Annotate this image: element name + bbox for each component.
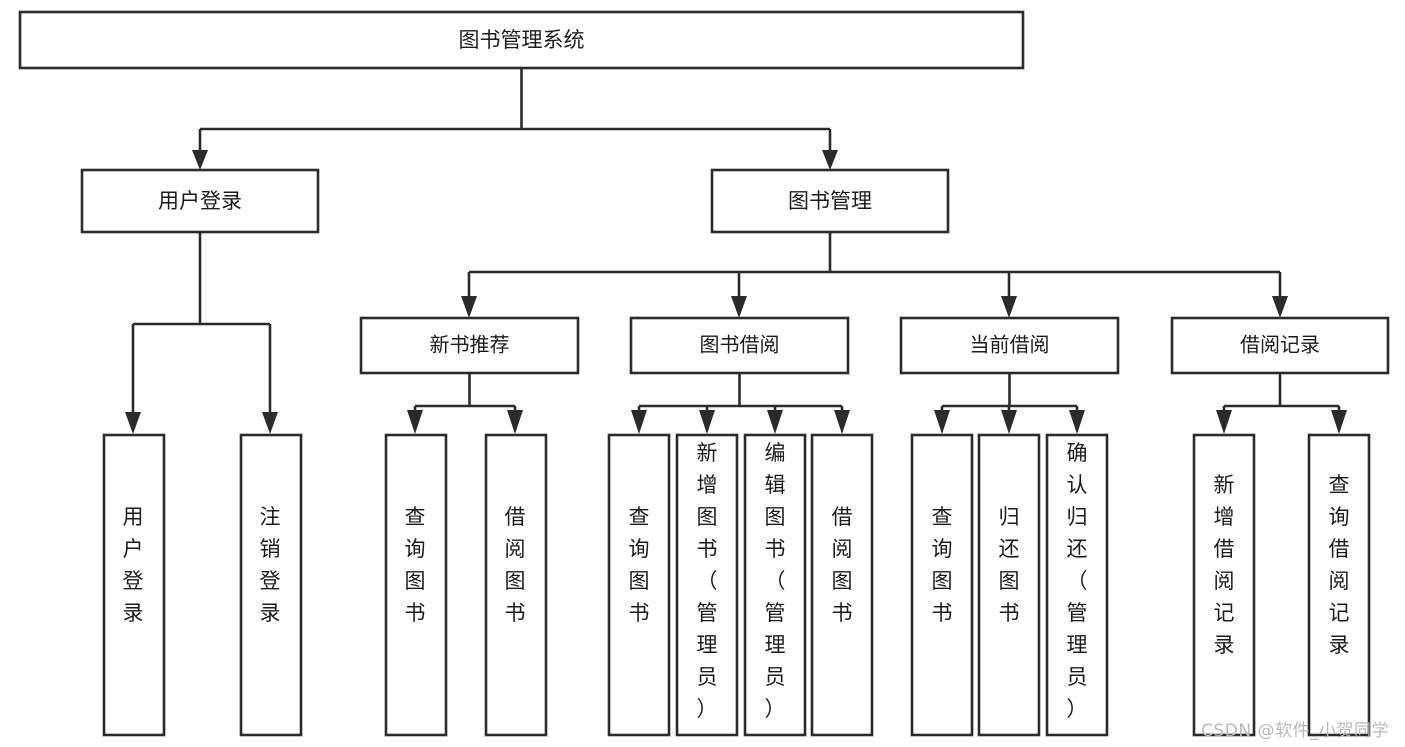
arrowhead-user-login: [192, 150, 208, 170]
arrowhead-leaf-query-book-3: [934, 410, 950, 434]
node-borrow-record-label: 借阅记录: [1240, 333, 1320, 357]
leaf-edit-book-label: 编辑图书（管理员）: [765, 441, 786, 721]
leaf-add-book-box[interactable]: [675, 433, 739, 737]
node-current-borrow-label: 当前借阅: [970, 333, 1050, 357]
leaf-user-login[interactable]: 用户登录: [102, 433, 166, 737]
arrowhead-leaf-user-login: [125, 412, 141, 434]
node-book-management-label: 图书管理: [788, 189, 872, 213]
leaf-query-book-3-label: 查询图书: [932, 505, 953, 625]
leaf-edit-book-box[interactable]: [743, 433, 807, 737]
arrowhead-current-borrow: [1001, 296, 1017, 318]
leaf-query-book-2-box[interactable]: [607, 433, 671, 737]
arrowhead-borrow-record: [1272, 296, 1288, 318]
leaf-logout-login-label: 注销登录: [260, 505, 281, 625]
leaf-borrow-book-2-label: 借阅图书: [832, 505, 853, 625]
arrowhead-leaf-query-book-1: [407, 410, 423, 434]
arrowhead-book-management: [822, 150, 838, 170]
leaf-query-book-1-label: 查询图书: [405, 505, 426, 625]
arrowhead-leaf-logout-login: [262, 412, 278, 434]
node-user-login[interactable]: 用户登录: [80, 168, 320, 234]
node-book-borrow-box[interactable]: [629, 316, 850, 375]
leaf-confirm-return[interactable]: 确认归还（管理员）: [1045, 433, 1109, 737]
leaf-confirm-return-box[interactable]: [1045, 433, 1109, 737]
leaf-add-book-label: 新增图书（管理员）: [697, 441, 718, 721]
node-new-book-recommend[interactable]: 新书推荐: [359, 316, 580, 375]
leaf-query-book-1-box[interactable]: [384, 433, 448, 737]
arrowhead-leaf-edit-book: [767, 410, 783, 434]
leaf-query-record-box[interactable]: [1307, 433, 1371, 737]
node-user-login-box[interactable]: [80, 168, 320, 234]
leaf-query-book-3[interactable]: 查询图书: [910, 433, 974, 737]
leaf-query-book-1[interactable]: 查询图书: [384, 433, 448, 737]
node-root[interactable]: 图书管理系统: [18, 10, 1025, 70]
leaf-borrow-book-2-box[interactable]: [810, 433, 874, 737]
leaf-user-login-box[interactable]: [102, 433, 166, 737]
leaf-logout-login-box[interactable]: [239, 433, 303, 737]
leaf-return-book-label: 归还图书: [999, 505, 1020, 625]
node-current-borrow[interactable]: 当前借阅: [899, 316, 1120, 375]
leaf-borrow-book-1-box[interactable]: [484, 433, 548, 737]
arrowhead-leaf-query-book-2: [631, 410, 647, 434]
leaf-add-record[interactable]: 新增借阅记录: [1192, 433, 1256, 737]
leaf-add-book[interactable]: 新增图书（管理员）: [675, 433, 739, 737]
arrowhead-leaf-add-record: [1216, 410, 1232, 434]
arrowhead-leaf-borrow-book-1: [507, 410, 523, 434]
leaf-user-login-label: 用户登录: [123, 505, 144, 625]
arrowhead-leaf-query-record: [1331, 410, 1347, 434]
node-user-login-label: 用户登录: [158, 189, 242, 213]
leaf-query-record-label: 查询借阅记录: [1329, 473, 1350, 657]
arrowhead-leaf-add-book: [699, 410, 715, 434]
leaf-edit-book[interactable]: 编辑图书（管理员）: [743, 433, 807, 737]
node-borrow-record[interactable]: 借阅记录: [1170, 316, 1390, 375]
leaf-add-record-box[interactable]: [1192, 433, 1256, 737]
node-book-borrow[interactable]: 图书借阅: [629, 316, 850, 375]
node-new-book-recommend-box[interactable]: [359, 316, 580, 375]
leaf-query-book-2-label: 查询图书: [629, 505, 650, 625]
connector-layer: [125, 68, 1347, 434]
leaf-borrow-book-1-label: 借阅图书: [505, 505, 526, 625]
leaf-return-book-box[interactable]: [977, 433, 1041, 737]
leaf-query-book-3-box[interactable]: [910, 433, 974, 737]
leaf-return-book[interactable]: 归还图书: [977, 433, 1041, 737]
node-current-borrow-box[interactable]: [899, 316, 1120, 375]
node-book-management-box[interactable]: [710, 168, 950, 234]
arrowhead-leaf-confirm-return: [1069, 410, 1085, 434]
node-borrow-record-box[interactable]: [1170, 316, 1390, 375]
node-book-management[interactable]: 图书管理: [710, 168, 950, 234]
arrowhead-new-book-recommend: [461, 296, 477, 318]
node-root-box[interactable]: [18, 10, 1025, 70]
leaf-borrow-book-1[interactable]: 借阅图书: [484, 433, 548, 737]
leaf-confirm-return-label: 确认归还（管理员）: [1067, 441, 1088, 721]
leaf-query-record[interactable]: 查询借阅记录: [1307, 433, 1371, 737]
arrowhead-leaf-borrow-book-2: [834, 410, 850, 434]
leaf-borrow-book-2[interactable]: 借阅图书: [810, 433, 874, 737]
arrowhead-leaf-return-book: [1001, 410, 1017, 434]
leaf-logout-login[interactable]: 注销登录: [239, 433, 303, 737]
node-root-label: 图书管理系统: [459, 28, 585, 52]
node-new-book-recommend-label: 新书推荐: [430, 333, 510, 357]
leaf-add-record-label: 新增借阅记录: [1214, 473, 1235, 657]
leaf-query-book-2[interactable]: 查询图书: [607, 433, 671, 737]
node-book-borrow-label: 图书借阅: [700, 333, 780, 357]
arrowhead-book-borrow: [731, 296, 747, 318]
